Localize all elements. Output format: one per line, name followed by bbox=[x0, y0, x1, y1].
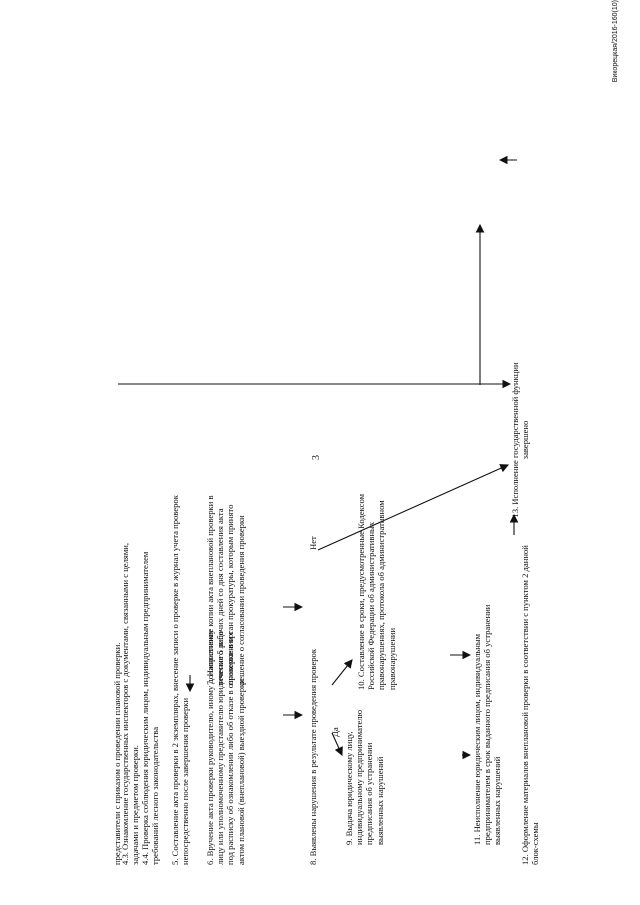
step-4-3-text: 4.3. Ознакомление государственных инспек… bbox=[120, 542, 141, 865]
step-13-text: 13. Исполнение государственной функции з… bbox=[510, 362, 531, 518]
step-10-text: 10. Составление в сроки, предусмотренные… bbox=[356, 493, 397, 690]
step-8-text: 8. Выявлены нарушения в результате прове… bbox=[308, 648, 318, 865]
arrow-yes-to-s10 bbox=[331, 659, 353, 686]
document-code: Викорецкая/2016-160(10) bbox=[612, 0, 619, 83]
step-5-text: 5. Составление акта проверки в 2 экземпл… bbox=[170, 495, 191, 865]
arrow-no-to-s13 bbox=[317, 464, 510, 551]
step-7-text: 7. Направление копии акта внеплановой пр… bbox=[205, 495, 246, 685]
step-4-4-text: 4.4. Проверка соблюдения юридическим лиц… bbox=[140, 551, 161, 865]
page-number: 3 bbox=[311, 455, 322, 460]
no-label: Нет bbox=[308, 536, 318, 550]
arrow-yes-to-s9 bbox=[331, 732, 343, 757]
step-12-text: 12. Оформление материалов внеплановой пр… bbox=[520, 545, 541, 865]
yes-label: Да bbox=[330, 727, 340, 737]
step-9-text: 9. Выдача юридическому лицу, индивидуаль… bbox=[344, 709, 385, 845]
step-11-text: 11. Неисполнение юридическим лицом, инди… bbox=[472, 604, 503, 845]
